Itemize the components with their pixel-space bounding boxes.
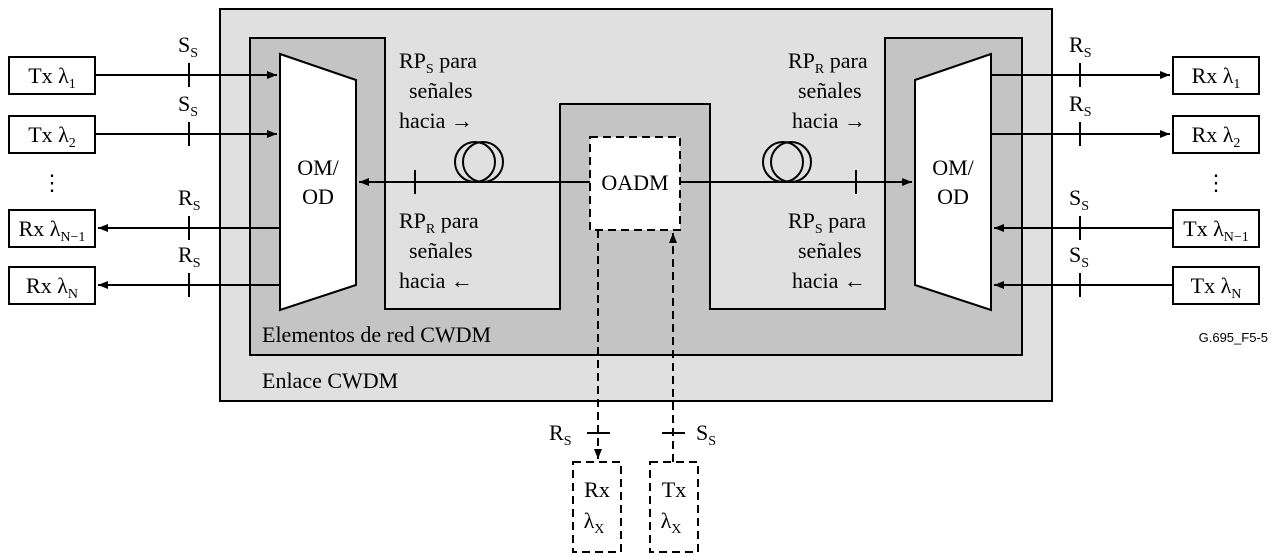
right-mux-demux xyxy=(914,52,992,312)
left-rx-box-n-1 xyxy=(8,209,96,248)
fiber-coil-icon-left xyxy=(454,141,504,183)
drop-rx-label-1: Rx xyxy=(584,477,610,502)
ref-left-2: SS xyxy=(178,91,198,120)
ref-right-3: SS xyxy=(1069,185,1089,214)
right-tx-box-n-1 xyxy=(1172,209,1260,248)
left-tx-box-2 xyxy=(8,115,96,154)
oadm-label: OADM xyxy=(601,170,668,195)
left-rx-box-n xyxy=(8,266,96,305)
left-tx-label-1: Tx λ1 xyxy=(28,63,76,92)
note-right-top-2: señales xyxy=(798,78,862,103)
right-dots: ⋮ xyxy=(1205,170,1227,195)
right-mux-label-2: OD xyxy=(937,184,969,209)
right-tx-box-n xyxy=(1172,266,1260,305)
right-rx-label-2: Rx λ2 xyxy=(1192,122,1241,151)
note-left-top-2: señales xyxy=(409,78,473,103)
note-left-top-3: hacia → xyxy=(399,108,473,133)
ref-bottom-tx: SS xyxy=(696,420,716,449)
left-dots: ⋮ xyxy=(41,170,63,195)
left-tx-label-2: Tx λ2 xyxy=(28,122,76,151)
left-mux-label-1: OM/ xyxy=(297,155,339,180)
right-rx-box-2 xyxy=(1172,115,1260,154)
note-right-top-3: hacia → xyxy=(792,108,866,133)
link-label: Enlace CWDM xyxy=(262,368,398,393)
note-right-bottom-3: hacia ← xyxy=(792,268,866,293)
note-left-bottom-1: RPR para xyxy=(399,208,479,237)
drop-rx-box xyxy=(572,461,622,553)
ref-left-1: SS xyxy=(178,32,198,61)
right-tx-label-n-1: Tx λN−1 xyxy=(1183,216,1249,245)
note-right-bottom-1: RPS para xyxy=(788,208,866,237)
note-left-top-1: RPS para xyxy=(399,48,477,77)
fiber-coil-icon-right xyxy=(762,141,812,183)
note-left-bottom-3: hacia ← xyxy=(399,268,473,293)
oadm-box xyxy=(589,136,681,231)
note-right-top-1: RPR para xyxy=(788,48,868,77)
right-rx-label-1: Rx λ1 xyxy=(1192,63,1241,92)
ref-right-2: RS xyxy=(1069,91,1091,120)
left-mux-demux xyxy=(279,52,357,312)
drop-rx-label-2: λX xyxy=(584,508,605,537)
ref-right-4: SS xyxy=(1069,242,1089,271)
ref-left-3: RS xyxy=(178,185,200,214)
left-rx-label-n-1: Rx λN−1 xyxy=(19,216,86,245)
figure-id: G.695_F5-5 xyxy=(1199,330,1268,345)
right-rx-box-1 xyxy=(1172,56,1260,95)
ref-left-4: RS xyxy=(178,242,200,271)
drop-tx-label-2: λX xyxy=(661,508,682,537)
left-rx-label-n: Rx λN xyxy=(26,273,78,302)
drop-tx-box xyxy=(649,461,699,553)
drop-tx-label-1: Tx xyxy=(662,477,686,502)
right-tx-label-n: Tx λN xyxy=(1191,273,1242,302)
note-right-bottom-2: señales xyxy=(798,238,862,263)
network-elements-label: Elementos de red CWDM xyxy=(262,322,491,347)
ref-bottom-rx: RS xyxy=(549,420,571,449)
left-mux-label-2: OD xyxy=(302,184,334,209)
note-left-bottom-2: señales xyxy=(409,238,473,263)
right-mux-label-1: OM/ xyxy=(932,155,974,180)
ref-right-1: RS xyxy=(1069,32,1091,61)
